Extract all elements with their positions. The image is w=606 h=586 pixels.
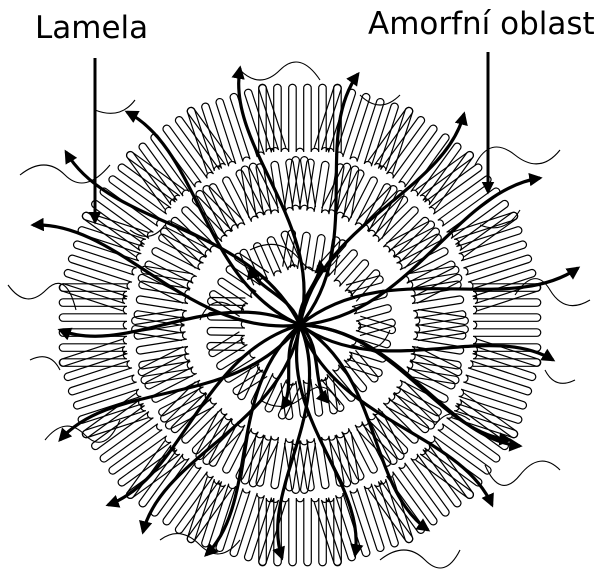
amorphous-chain — [485, 461, 560, 485]
lamella-fold — [285, 157, 359, 218]
lamella-fold — [241, 157, 315, 218]
lamella-fold — [187, 85, 285, 174]
lamella-fold — [60, 212, 149, 310]
amorphous-chain — [515, 279, 590, 306]
lamella-fold — [240, 231, 302, 285]
growth-arrow — [278, 325, 310, 558]
amorphous-region-label: Amorfní oblast — [368, 9, 595, 40]
lamella-fold — [207, 297, 245, 350]
lamella-fold — [259, 84, 342, 152]
lamella-fold — [452, 212, 541, 310]
amorphous-chain — [545, 370, 575, 383]
lamella-fold — [407, 266, 468, 340]
growth-arrows-layer — [33, 68, 578, 558]
amorphous-chain — [380, 550, 460, 568]
lamella-fold — [314, 477, 412, 566]
lamela-label: Lamela — [35, 13, 148, 44]
lamella-fold — [60, 339, 149, 437]
lamella-fold — [315, 350, 378, 411]
lamella-fold — [241, 432, 315, 493]
amorphous-chain — [240, 62, 320, 80]
lamella-fold — [473, 284, 541, 367]
amorphous-chain — [30, 357, 60, 370]
amorphous-chain — [160, 534, 240, 554]
lamella-fold — [59, 284, 127, 367]
lamella-fold — [259, 498, 342, 566]
